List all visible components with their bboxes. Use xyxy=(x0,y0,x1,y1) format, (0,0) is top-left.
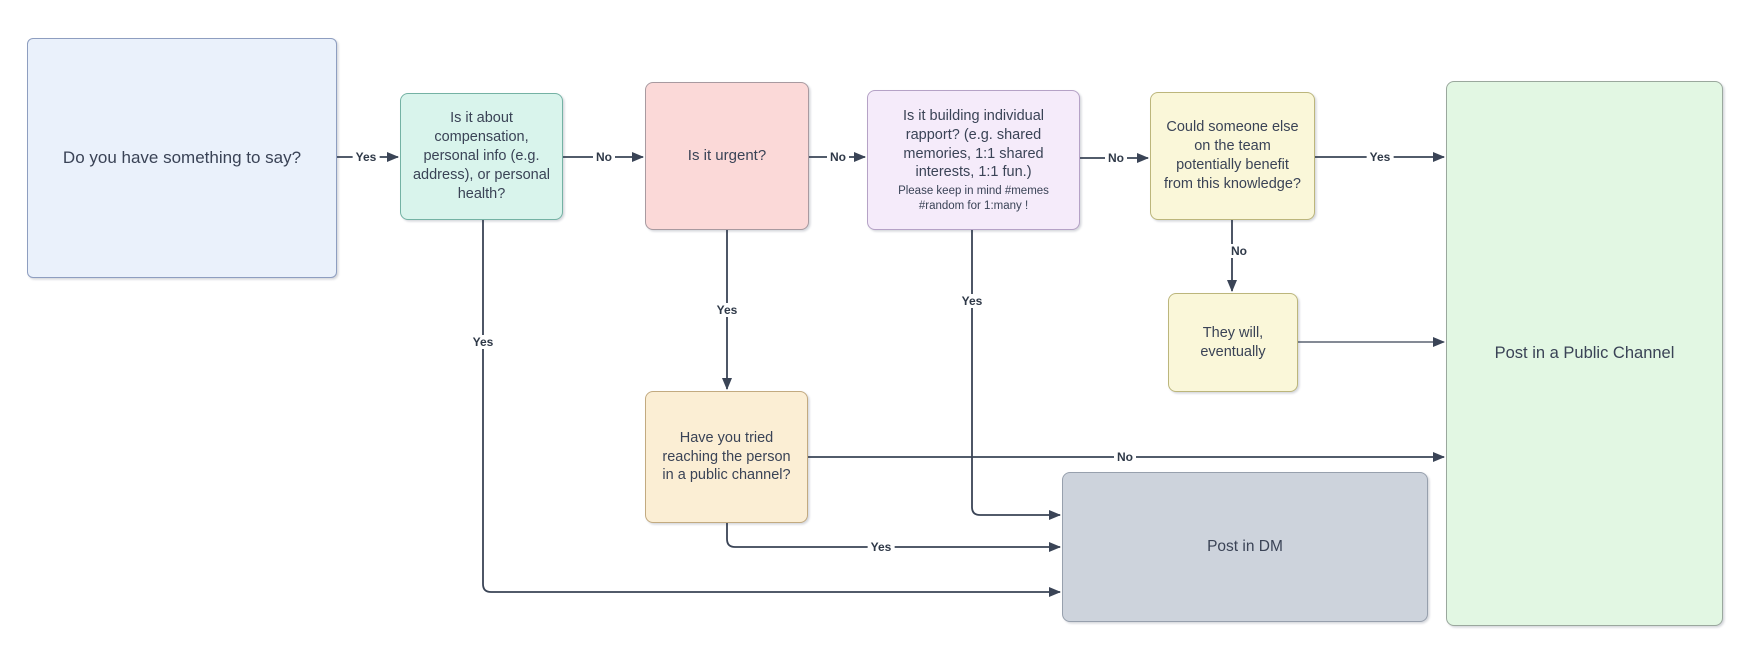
edge-tried-postdm xyxy=(726,523,1061,552)
node-start: Do you have something to say? xyxy=(27,38,337,278)
node-urgent: Is it urgent? xyxy=(645,82,809,230)
edge-label-no: No xyxy=(593,150,615,164)
node-tried-public-label: Have you tried reaching the person in a … xyxy=(662,429,791,484)
node-rapport: Is it building individual rapport? (e.g.… xyxy=(867,90,1080,230)
node-benefit: Could someone else on the team potential… xyxy=(1150,92,1315,220)
node-rapport-note: Please keep in mind #memes #random for 1… xyxy=(898,185,1049,212)
edge-rapport-postdm xyxy=(971,230,1061,520)
node-post-in-dm: Post in DM xyxy=(1062,472,1428,622)
edge-label-yes: Yes xyxy=(352,150,380,164)
edge-label-no: No xyxy=(827,150,849,164)
node-rapport-label: Is it building individual rapport? (e.g.… xyxy=(902,107,1045,181)
node-eventually-label: They will, eventually xyxy=(1200,324,1266,360)
edge-label-yes: Yes xyxy=(713,303,741,317)
edge-label-yes: Yes xyxy=(469,335,497,349)
node-eventually: They will, eventually xyxy=(1168,293,1298,392)
node-sensitive-topic: Is it about compensation, personal info … xyxy=(400,93,563,220)
edge-label-yes: Yes xyxy=(958,294,986,308)
edge-label-no: No xyxy=(1114,450,1136,464)
edge-label-no: No xyxy=(1228,244,1250,258)
edge-sensitive-postdm xyxy=(482,220,1061,597)
edge-label-no: No xyxy=(1105,151,1127,165)
node-urgent-label: Is it urgent? xyxy=(687,147,767,165)
node-post-in-public-channel: Post in a Public Channel xyxy=(1446,81,1723,626)
node-tried-public: Have you tried reaching the person in a … xyxy=(645,391,808,523)
node-benefit-label: Could someone else on the team potential… xyxy=(1163,119,1301,192)
node-sensitive-topic-label: Is it about compensation, personal info … xyxy=(412,110,550,202)
edge-label-yes: Yes xyxy=(1366,150,1394,164)
edge-label-yes: Yes xyxy=(867,540,895,554)
node-start-label: Do you have something to say? xyxy=(62,147,302,167)
node-post-in-dm-label: Post in DM xyxy=(1207,537,1283,555)
node-post-in-public-channel-label: Post in a Public Channel xyxy=(1494,343,1675,362)
